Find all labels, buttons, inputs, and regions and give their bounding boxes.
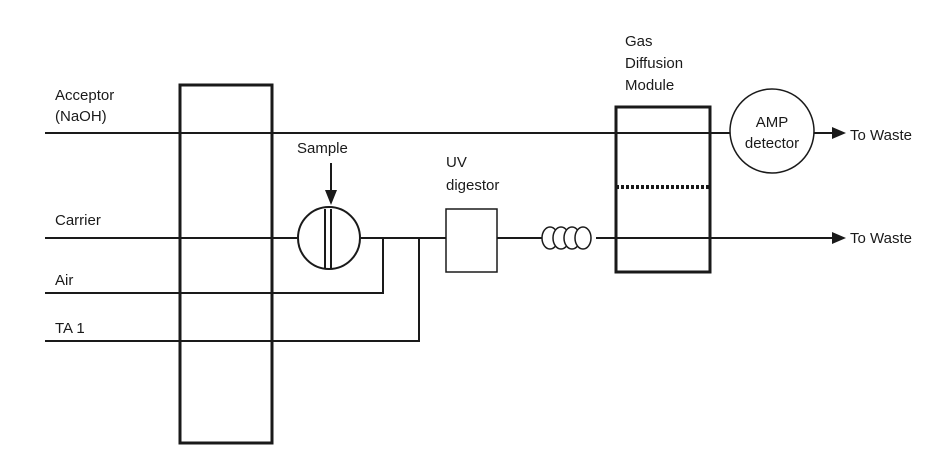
waste-bottom-label: To Waste [850, 230, 912, 247]
gdm-label-1: Gas [625, 33, 653, 50]
carrier-label: Carrier [55, 212, 101, 229]
digestor-label: digestor [446, 177, 499, 194]
mixing-coil [541, 226, 592, 250]
gas-diffusion-module-box [614, 105, 712, 274]
acceptor-label: Acceptor [55, 87, 114, 104]
air-label: Air [55, 272, 73, 289]
air-line [45, 238, 384, 294]
ta1-line [45, 238, 420, 342]
ta1-label: TA 1 [55, 320, 85, 337]
sample-arrowhead [325, 190, 337, 205]
gdm-label-3: Module [625, 77, 674, 94]
arrow-waste-bottom [832, 232, 846, 244]
arrow-waste-top [832, 127, 846, 139]
uv-digestor-box [445, 208, 498, 273]
uv-label: UV [446, 154, 467, 171]
detector-label: detector [745, 135, 799, 152]
amp-label: AMP [756, 114, 789, 131]
gdm-label-2: Diffusion [625, 55, 683, 72]
pump-block [178, 83, 274, 445]
acceptor-sub-label: (NaOH) [55, 108, 107, 125]
sample-label: Sample [297, 140, 348, 157]
sample-valve [297, 206, 361, 270]
waste-top-label: To Waste [850, 127, 912, 144]
amp-detector [729, 88, 815, 174]
